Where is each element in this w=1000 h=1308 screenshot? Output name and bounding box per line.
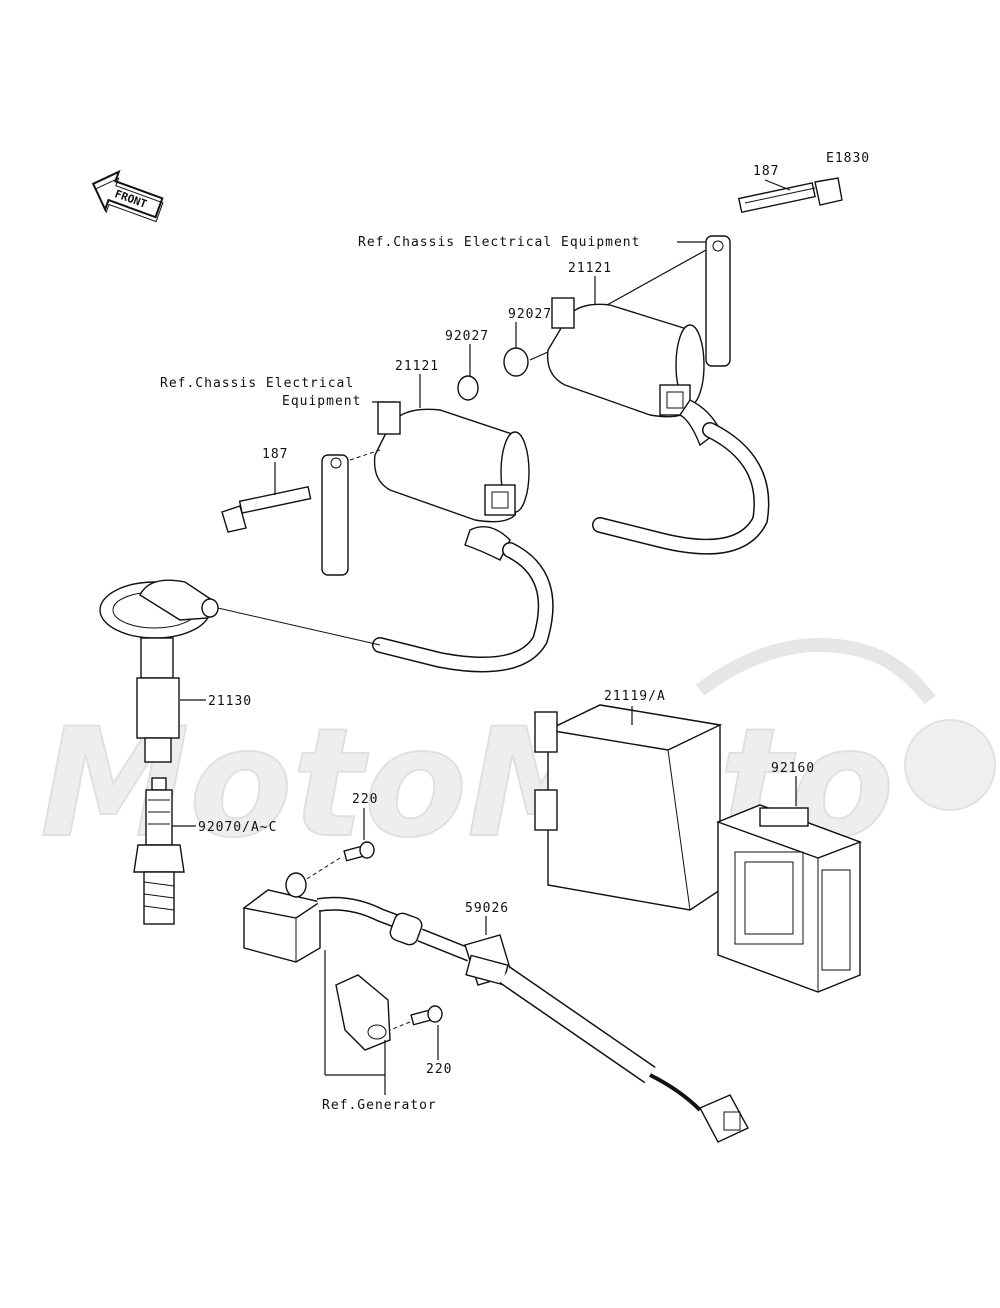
callout-igniter: 21119/A [604, 689, 666, 704]
ignition-coil-right [546, 297, 770, 555]
screw-top [343, 841, 375, 862]
callout-bolt-left: 187 [262, 447, 288, 462]
callout-coil-right: 21121 [568, 261, 612, 276]
diagram-code: E1830 [826, 151, 870, 166]
callout-cap-left: 92027 [445, 329, 489, 344]
cap-right [503, 347, 529, 377]
screw-bottom [410, 1005, 443, 1026]
callout-coil-left: 21121 [395, 359, 439, 374]
callout-plug-cap: 21130 [208, 694, 252, 709]
watermark-text: MotoMoto [40, 697, 894, 871]
bolt-left [221, 485, 312, 533]
plug-cap [99, 579, 219, 763]
callout-spark-plug: 92070/A~C [198, 820, 277, 835]
callout-ref-chassis-left-1: Ref.Chassis Electrical [160, 376, 354, 391]
watermark: MotoMoto [39, 638, 996, 872]
bolt-right [737, 177, 843, 214]
ignition-coil-left [372, 401, 554, 673]
callout-screw-top: 220 [352, 792, 378, 807]
spark-plug [133, 777, 185, 925]
cap-left [457, 375, 479, 401]
bracket [335, 974, 391, 1051]
callout-ref-chassis-left-2: Equipment [282, 394, 361, 409]
callout-screw-bottom: 220 [426, 1062, 452, 1077]
ground-strap-right [705, 235, 731, 367]
callout-cover: 92160 [771, 761, 815, 776]
pickup-coil [242, 872, 473, 963]
callout-harness: 59026 [465, 901, 509, 916]
cover-case [716, 804, 862, 993]
callout-ref-chassis-right: Ref.Chassis Electrical Equipment [358, 235, 640, 250]
callout-cap-right: 92027 [508, 307, 552, 322]
igniter-unit [534, 704, 723, 911]
callout-ref-generator: Ref.Generator [322, 1098, 437, 1113]
front-arrow-icon: FRONT [91, 169, 164, 223]
ground-strap-left [321, 454, 349, 576]
harness-connector [464, 934, 749, 1143]
callout-bolt-right: 187 [753, 164, 779, 179]
